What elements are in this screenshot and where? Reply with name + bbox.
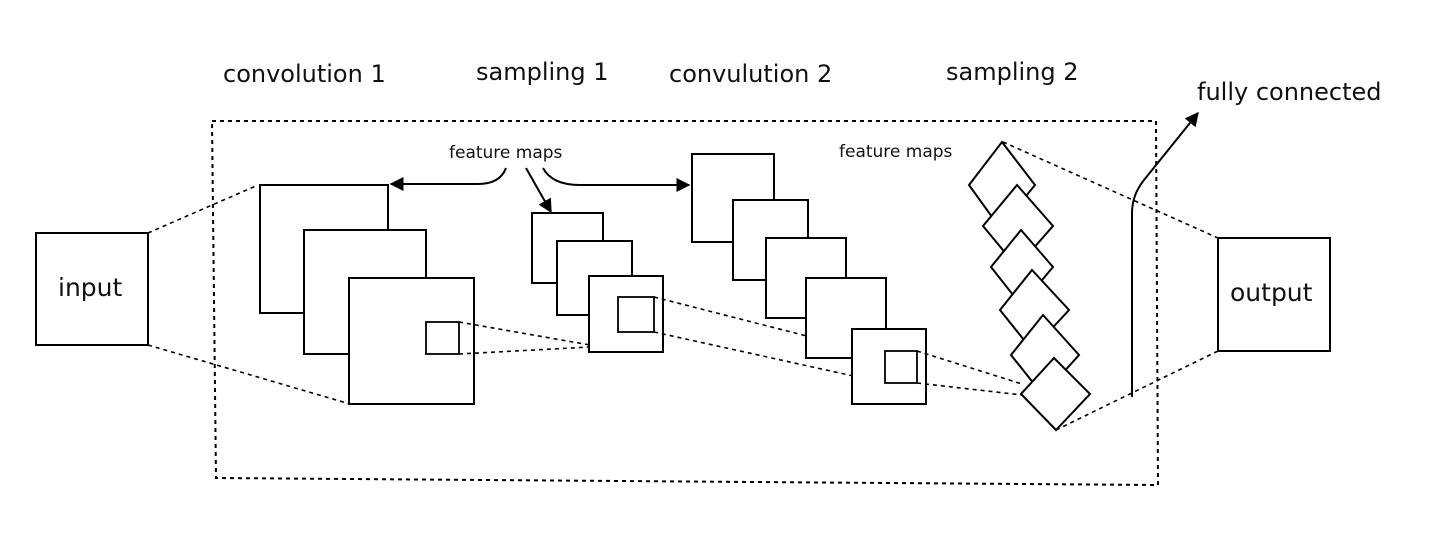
stage-label-sampling-1: sampling 1 [476,58,609,86]
stage-label-convolution-2: convulution 2 [669,60,833,88]
conv1-to-sampling1-bottom [458,346,591,355]
feature-maps-arrow-sampling1 [525,167,552,214]
fully-connected-arrow [1131,111,1199,397]
sampling2-to-output-bottom [1055,350,1219,431]
conv1-receptive-field [425,321,460,355]
stage-label-fully-connected: fully connected [1197,78,1382,106]
input-projection-top [147,184,259,234]
feature-maps-arrow-conv2 [542,167,691,192]
feature-maps-arrow-conv1 [389,167,507,191]
input-projection-bottom [147,344,351,405]
feature-maps-label-1: feature maps [449,143,563,163]
input-label: input [58,273,123,302]
stage-label-convolution-1: convolution 1 [223,60,386,88]
stage-label-sampling-2: sampling 2 [946,58,1079,86]
network-frame [210,120,1160,487]
feature-maps-label-2: feature maps [839,142,953,162]
conv2-to-sampling2-bottom [916,382,1023,396]
output-box [1217,237,1331,352]
conv2-receptive-field [884,350,918,384]
conv1-to-sampling1-top [458,321,591,346]
sampling1-receptive-field [617,296,655,333]
output-label: output [1230,278,1313,307]
conv2-to-sampling2-top [916,350,1023,385]
input-box [35,232,149,346]
